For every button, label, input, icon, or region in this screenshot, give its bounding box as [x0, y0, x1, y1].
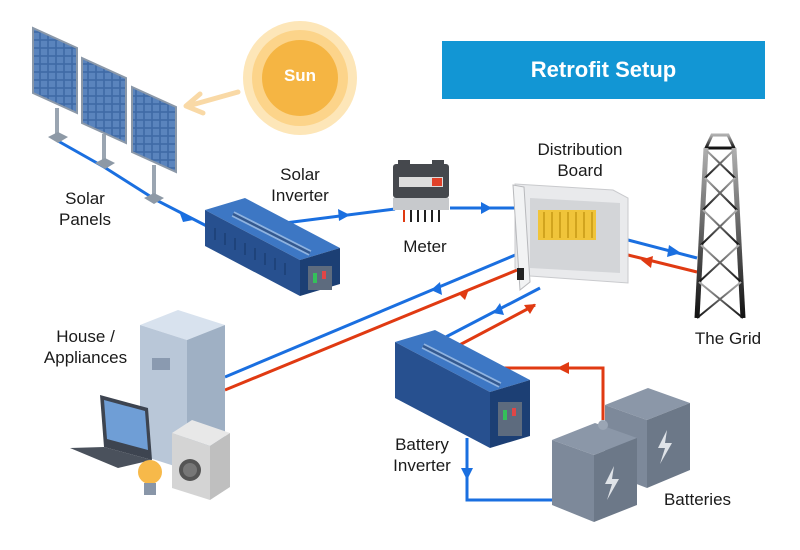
power-tower-icon	[659, 133, 786, 319]
arrow-panels-to-inverter	[179, 211, 193, 222]
wire-board-to-grid-dc	[627, 238, 698, 260]
solar-panel-icon	[32, 26, 177, 204]
batteries-label: Batteries	[663, 490, 732, 509]
arrow-battery-inverter-to-batteries	[461, 468, 473, 480]
sunlight-arrow-icon	[183, 89, 241, 116]
solar-panel-1	[32, 26, 78, 143]
appliances-icon	[70, 310, 230, 500]
distribution-board-label: Distribution Board	[537, 140, 623, 180]
arrow-batteries-to-battery-inverter	[557, 362, 569, 374]
sun-icon	[243, 21, 357, 135]
light-bulb-icon	[138, 460, 162, 495]
solar-inverter-label: Solar Inverter	[271, 165, 329, 205]
grid-label: The Grid	[694, 329, 762, 348]
solar-panels-label: Solar Panels	[59, 189, 111, 229]
arrow-inverter-to-meter	[338, 209, 350, 221]
arrow-board-to-battery-inverter	[493, 303, 504, 315]
wires	[57, 139, 698, 502]
arrow-house-to-board	[458, 289, 469, 300]
wire-board-to-house-dc	[224, 251, 521, 379]
wire-board-to-battery-inverter-dc	[439, 286, 541, 342]
diagram-title: Retrofit Setup	[530, 57, 677, 82]
arrow-battery-inverter-to-board	[524, 304, 536, 314]
battery-inverter-label: Battery Inverter	[393, 435, 451, 475]
distribution-board-icon	[512, 183, 629, 291]
wire-grid-to-board-ac	[627, 253, 698, 274]
electric-meter-icon	[393, 160, 449, 222]
arrow-meter-to-board	[481, 202, 492, 214]
arrow-grid-to-board	[641, 256, 653, 268]
solar-panel-2	[81, 56, 127, 169]
wire-battery-inverter-to-batteries	[465, 438, 555, 502]
title-badge: Retrofit Setup	[442, 41, 765, 99]
laptop-icon	[70, 395, 152, 468]
wire-batteries-to-battery-inverter	[495, 366, 605, 420]
battery-inverter-icon	[395, 330, 530, 448]
washing-machine-icon	[172, 420, 230, 500]
sun-label: Sun	[283, 66, 317, 85]
wire-panels-to-inverter	[57, 139, 231, 240]
battery-icon	[552, 388, 690, 522]
solar-panel-3	[131, 85, 177, 204]
arrow-board-to-grid	[667, 245, 681, 257]
inverter-icon	[205, 198, 340, 296]
wire-house-to-board-ac	[224, 266, 523, 392]
wire-battery-inverter-to-board-ac	[449, 303, 536, 352]
house-appliances-label: House / Appliances	[43, 327, 128, 367]
arrow-board-to-house	[431, 282, 442, 295]
meter-label: Meter	[403, 237, 447, 256]
battery-front	[552, 420, 637, 522]
